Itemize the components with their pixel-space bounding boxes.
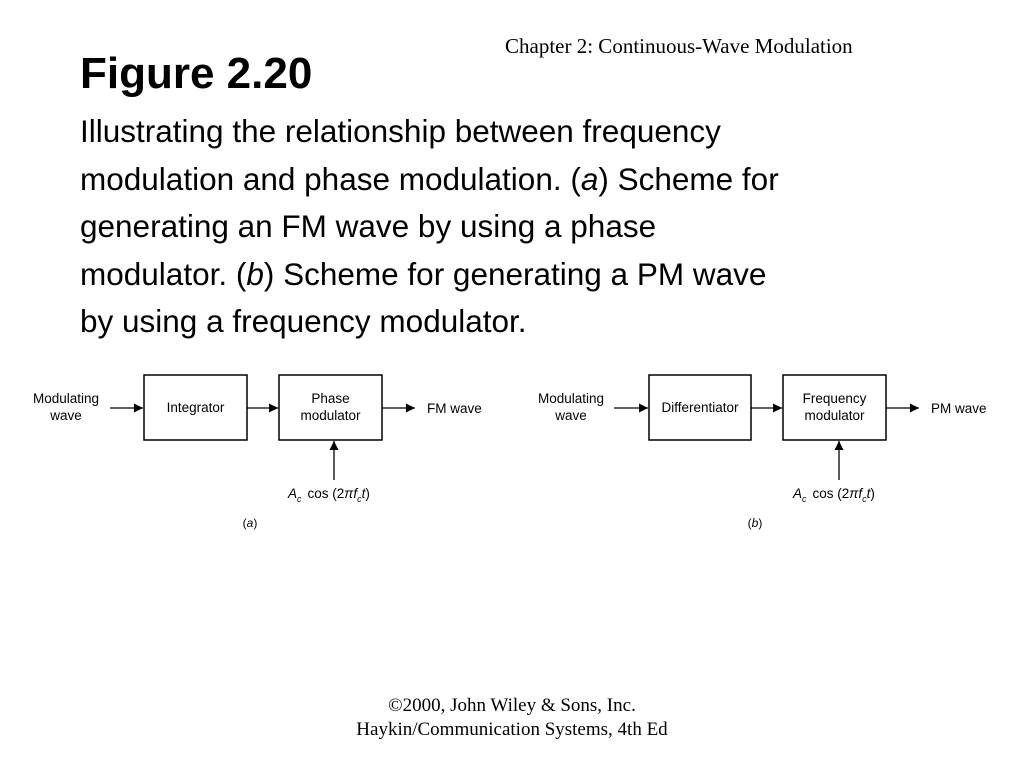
caption-line: generating an FM wave by using a phase <box>80 208 657 244</box>
output-label: PM wave <box>931 401 987 416</box>
caption-line: Illustrating the relationship between fr… <box>80 113 721 149</box>
caption-line: modulation and phase modulation. (a) Sch… <box>80 156 960 204</box>
caption-line: modulator. (b) Scheme for generating a P… <box>80 251 960 299</box>
phase-modulator-label: Phase <box>311 391 349 406</box>
book-line: Haykin/Communication Systems, 4th Ed <box>356 719 668 740</box>
diagram-b-label: (b) <box>748 516 763 530</box>
caption-text: modulator. ( <box>80 255 247 292</box>
footer: ©2000, John Wiley & Sons, Inc. Haykin/Co… <box>0 694 1024 742</box>
chapter-header: Chapter 2: Continuous-Wave Modulation <box>505 34 853 58</box>
input-label: wave <box>49 408 82 423</box>
diagram-a: Modulating wave Integrator Phase modulat… <box>33 374 482 530</box>
caption-part-b: b <box>246 255 264 292</box>
input-label: Modulating <box>33 391 99 406</box>
caption-text: ) Scheme for generating a PM wave <box>263 255 767 292</box>
copyright-line: ©2000, John Wiley & Sons, Inc. <box>388 695 636 716</box>
phase-modulator-label: modulator <box>300 408 361 423</box>
caption-line: by using a frequency modulator. <box>80 303 527 339</box>
diagram-a-label: (a) <box>243 516 258 530</box>
frequency-modulator-label: modulator <box>804 408 865 423</box>
caption-text: ) Scheme for <box>598 160 779 197</box>
caption-text: modulation and phase modulation. ( <box>80 160 581 197</box>
output-label: FM wave <box>427 401 482 416</box>
differentiator-label: Differentiator <box>661 400 739 415</box>
caption-part-a: a <box>580 160 599 197</box>
figure-caption: Illustrating the relationship between fr… <box>80 108 960 346</box>
input-label: Modulating <box>538 391 604 406</box>
input-label: wave <box>554 408 587 423</box>
block-diagrams: Modulating wave Integrator Phase modulat… <box>33 374 987 530</box>
integrator-label: Integrator <box>167 400 225 415</box>
frequency-modulator-label: Frequency <box>803 391 867 406</box>
figure-title: Figure 2.20 <box>80 49 313 98</box>
diagram-b: Modulating wave Differentiator Frequency… <box>538 374 987 530</box>
